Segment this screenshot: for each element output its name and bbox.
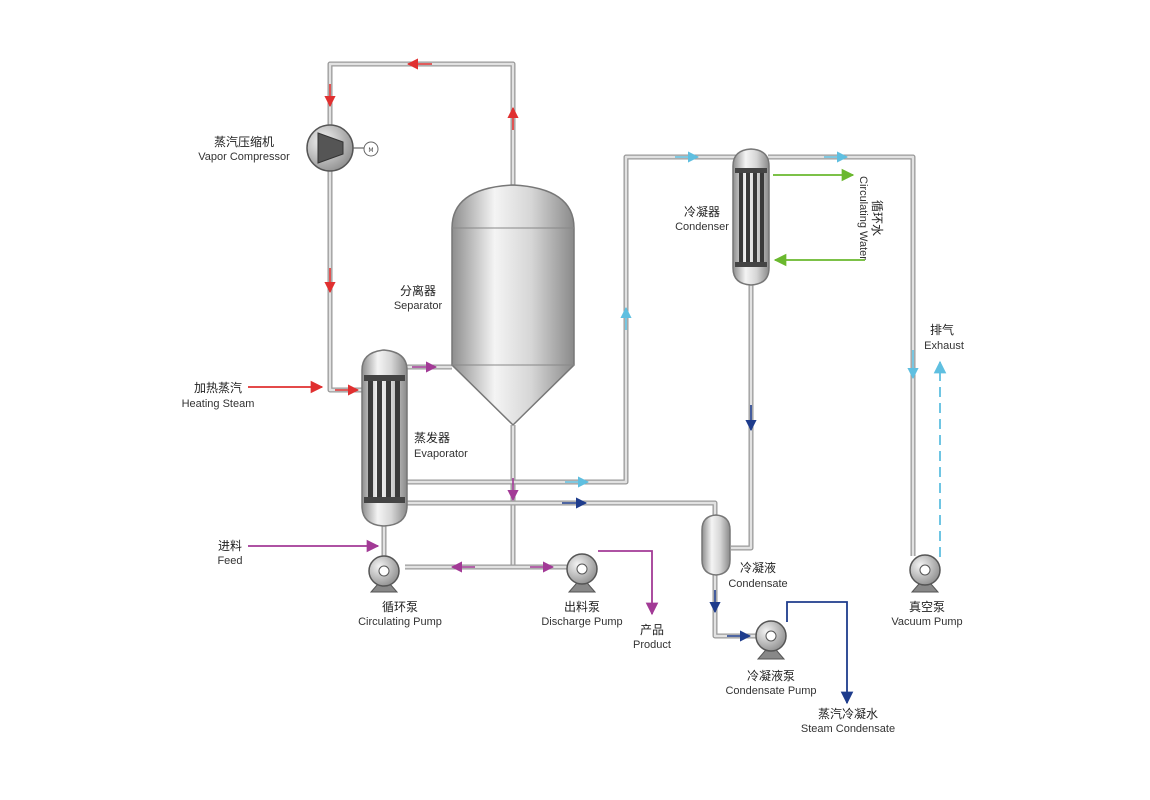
external-flows	[248, 168, 947, 705]
vapor-compressor-zh: 蒸汽压缩机	[214, 134, 274, 149]
label-condensate-pump: 冷凝液泵 Condensate Pump	[725, 668, 816, 697]
heating-steam-en: Heating Steam	[182, 398, 255, 410]
condenser-vacuum-pipe	[768, 154, 916, 556]
heating-steam-zh: 加热蒸汽	[194, 380, 242, 395]
vapor-compressor-en: Vapor Compressor	[198, 151, 290, 163]
label-condensate: 冷凝液 Condensate	[728, 560, 787, 590]
vapor-compressor: M	[306, 124, 379, 172]
circulating-pump	[368, 555, 400, 593]
feed-zh: 进料	[218, 539, 242, 553]
motor-label: M	[368, 147, 373, 154]
discharge-pump-zh: 出料泵	[564, 600, 600, 614]
label-circulating-pump: 循环泵 Circulating Pump	[358, 600, 442, 628]
circulating-pump-zh: 循环泵	[382, 600, 418, 614]
label-product: 产品 Product	[633, 623, 671, 651]
circulating-water-en: Circulating Water	[857, 176, 869, 260]
label-discharge-pump: 出料泵 Discharge Pump	[541, 600, 622, 628]
condensate-en: Condensate	[728, 578, 787, 590]
steam-condensate-zh: 蒸汽冷凝水	[818, 706, 878, 721]
separator-zh: 分离器	[400, 283, 436, 298]
evaporator-condensate-pipe	[407, 500, 718, 520]
label-steam-condensate: 蒸汽冷凝水 Steam Condensate	[801, 706, 895, 735]
steam-condensate-en: Steam Condensate	[801, 723, 895, 735]
discharge-pump	[566, 553, 598, 593]
product-line	[598, 550, 659, 616]
separator-en: Separator	[394, 300, 443, 312]
steam-condensate-line	[786, 601, 854, 705]
exhaust-en: Exhaust	[924, 340, 964, 352]
condensate-pump-en: Condensate Pump	[725, 685, 816, 697]
separator	[451, 184, 575, 427]
condenser-drain-pipe	[731, 283, 754, 551]
condenser-en: Condenser	[675, 221, 729, 233]
circulating-water-zh: 循环水	[870, 200, 884, 236]
exhaust-zh: 排气	[930, 322, 954, 337]
condensate-pump-zh: 冷凝液泵	[747, 668, 795, 683]
vacuum-pump-zh: 真空泵	[909, 600, 945, 614]
discharge-pump-en: Discharge Pump	[541, 616, 622, 628]
feed-en: Feed	[217, 555, 242, 567]
condensate-tank	[701, 514, 731, 576]
label-feed: 进料 Feed	[217, 539, 242, 567]
evaporator-zh: 蒸发器	[414, 430, 450, 445]
label-vacuum-pump: 真空泵 Vacuum Pump	[891, 600, 962, 628]
condenser-zh: 冷凝器	[684, 204, 720, 219]
label-heating-steam: 加热蒸汽 Heating Steam	[182, 380, 255, 410]
condensate-zh: 冷凝液	[740, 560, 776, 575]
label-separator: 分离器 Separator	[394, 283, 443, 312]
label-circulating-water: 循环水 Circulating Water	[857, 176, 884, 260]
pipe-flow-markers	[324, 58, 919, 642]
motor-icon	[363, 141, 379, 157]
product-en: Product	[633, 639, 671, 651]
label-exhaust: 排气 Exhaust	[924, 322, 964, 352]
condenser	[732, 148, 770, 286]
vacuum-pump	[909, 554, 941, 593]
label-vapor-compressor: 蒸汽压缩机 Vapor Compressor	[198, 134, 290, 163]
evaporator-en: Evaporator	[414, 448, 468, 460]
product-zh: 产品	[640, 623, 664, 637]
condensate-pump	[755, 620, 787, 660]
evaporator	[361, 349, 408, 527]
circulating-pump-en: Circulating Pump	[358, 616, 442, 628]
label-evaporator: 蒸发器 Evaporator	[414, 430, 468, 460]
label-condenser: 冷凝器 Condenser	[675, 204, 729, 233]
piping	[327, 61, 916, 639]
vacuum-pump-en: Vacuum Pump	[891, 616, 962, 628]
